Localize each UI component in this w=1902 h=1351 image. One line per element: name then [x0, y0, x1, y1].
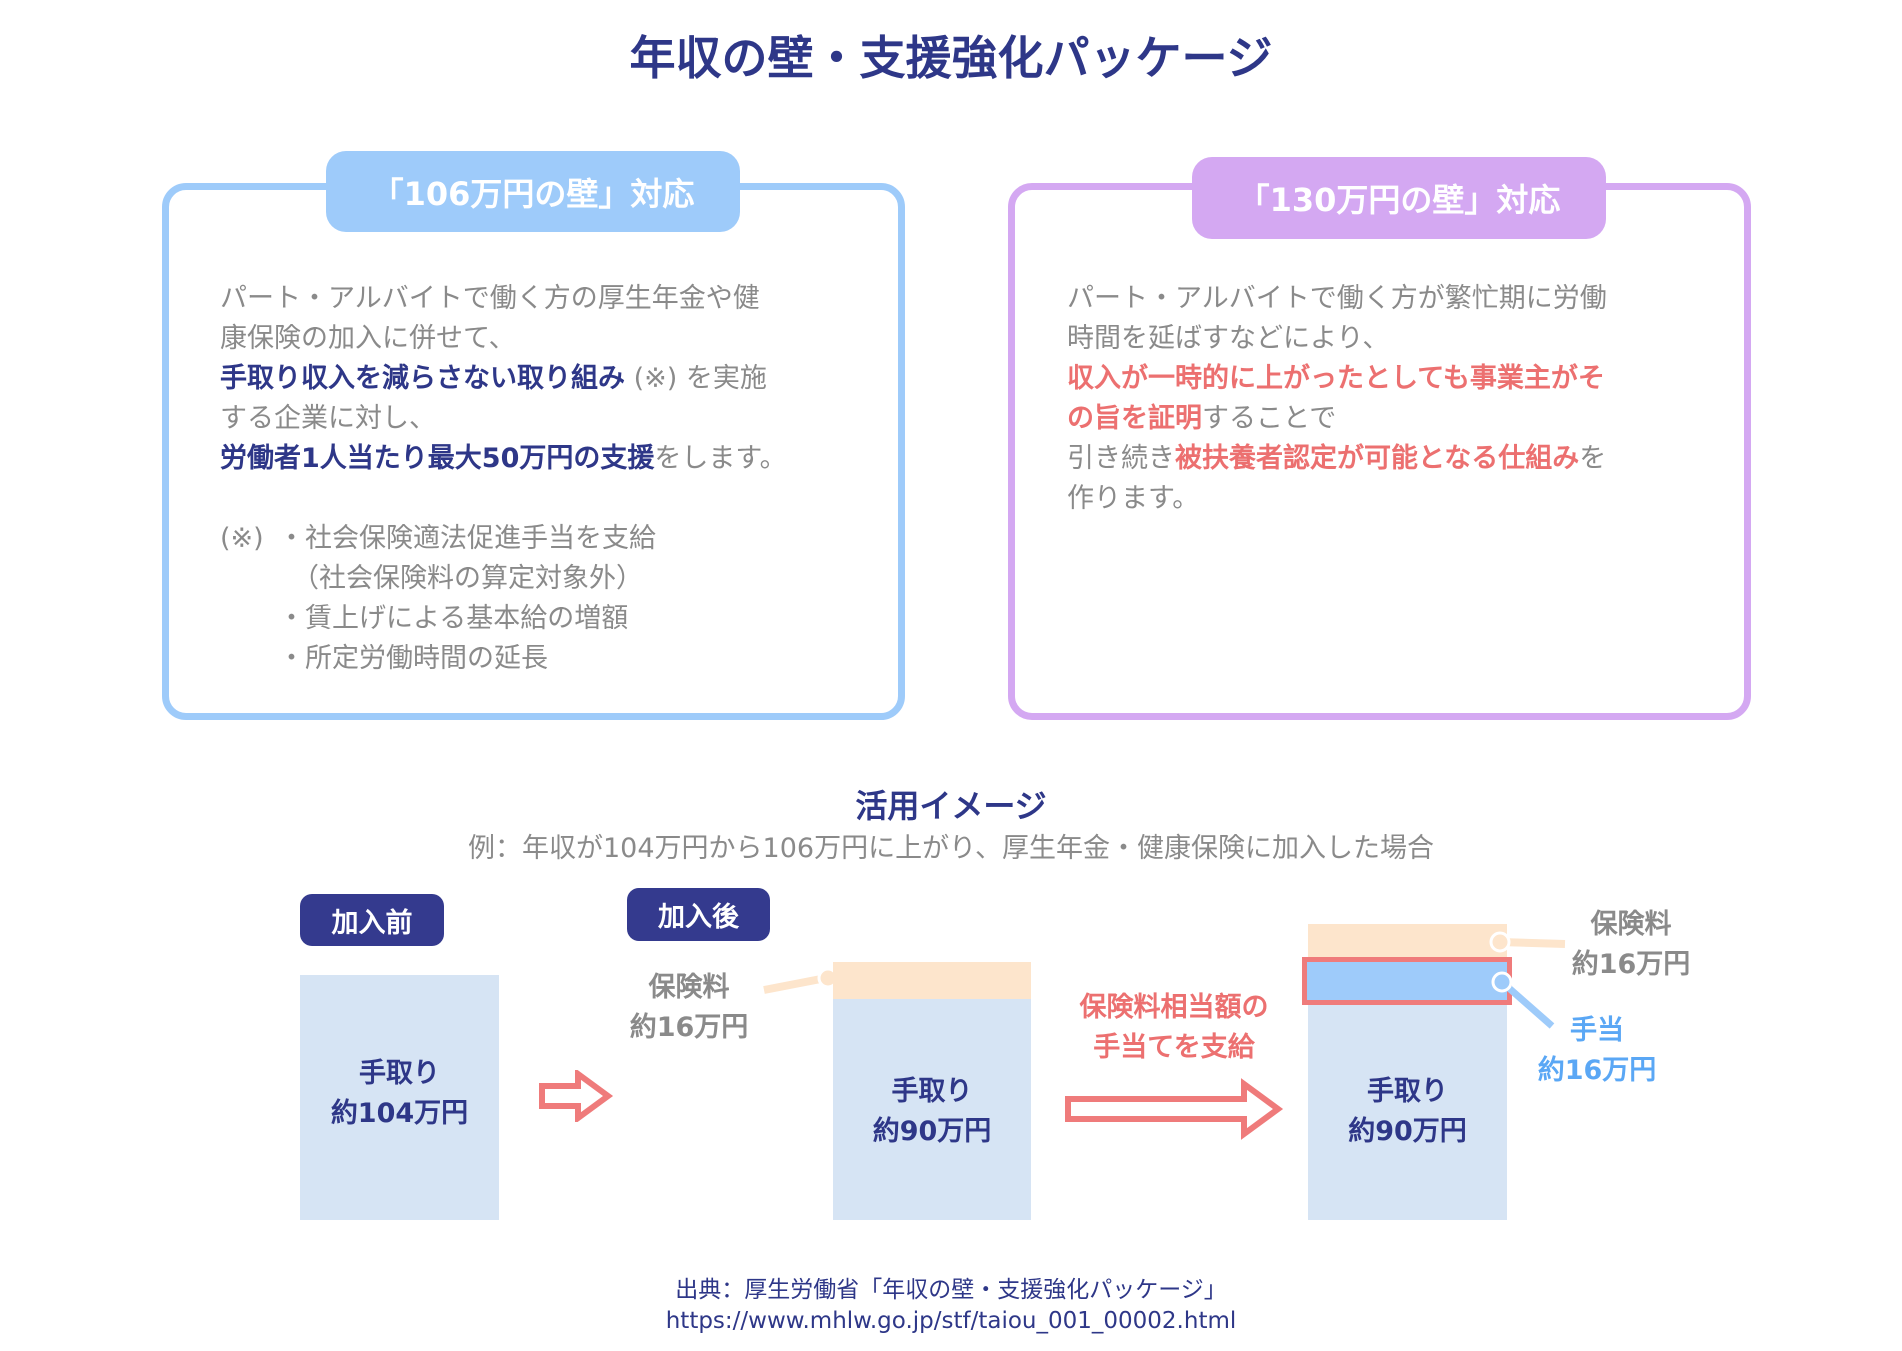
page-title: 年収の壁・支援強化パッケージ [629, 31, 1273, 85]
text-line: パート・アルバイトで働く方の厚生年金や健 [220, 283, 760, 314]
source-credit: 出典：厚生労働省「年収の壁・支援強化パッケージ」 https://www.mhl… [0, 1275, 1902, 1337]
after-badge: 加入後 [627, 888, 770, 941]
text-line: 康保険の加入に併せて、 [220, 323, 516, 354]
text: することで [1202, 403, 1337, 434]
bar-after-label: 手取り 約90万円 [833, 1072, 1031, 1152]
bar-support-premium [1308, 924, 1507, 957]
panel-106-tab: 「106万円の壁」対応 [326, 151, 740, 232]
source-text: 出典：厚生労働省「年収の壁・支援強化パッケージ」 [675, 1277, 1227, 1303]
note-item: （社会保険料の算定対象外） [292, 563, 643, 594]
text-line: 手取り収入を減らさない取り組み (※) を実施 [220, 359, 787, 399]
label-line: 保険料 [1590, 909, 1672, 940]
text-line: 労働者1人当たり最大50万円の支援をします。 [220, 439, 787, 479]
text-line: パート・アルバイトで働く方が繁忙期に労働 [1067, 283, 1607, 314]
label-line: 手取り [359, 1058, 440, 1089]
payment-note: 保険料相当額の 手当てを支給 [1064, 988, 1284, 1068]
section-heading: 活用イメージ [855, 787, 1047, 825]
text-line: する企業に対し、 [220, 403, 436, 434]
label-line: 保険料 [648, 972, 730, 1003]
bar-before [300, 975, 499, 1220]
text-line: の旨を証明することで [1067, 399, 1607, 439]
label-line: 手取り [891, 1076, 973, 1107]
panel-106-text: パート・アルバイトで働く方の厚生年金や健 康保険の加入に併せて、 手取り収入を減… [220, 279, 787, 479]
text: を [1579, 443, 1607, 474]
label-line: 手取り [1367, 1076, 1448, 1107]
panel-106-notes: (※) ・社会保険適法促進手当を支給 （社会保険料の算定対象外） ・賃上げによる… [220, 519, 656, 679]
source-url[interactable]: https://www.mhlw.go.jp/stf/taiou_001_000… [665, 1308, 1237, 1334]
section-subtitle: 例：年収が104万円から106万円に上がり、厚生年金・健康保険に加入した場合 [468, 833, 1434, 864]
bar-after-premium [833, 962, 1031, 999]
text-line: 作ります。 [1067, 483, 1200, 514]
text-line: 時間を延ばすなどにより、 [1067, 323, 1390, 354]
label-line: 約16万円 [1571, 949, 1691, 980]
label-line: 保険料相当額の [1079, 992, 1269, 1023]
label-line: 約90万円 [1348, 1116, 1467, 1147]
label-line: 約90万円 [872, 1116, 992, 1147]
label-line: 約104万円 [330, 1098, 469, 1129]
note-item: ・社会保険適法促進手当を支給 [278, 523, 656, 554]
label-line: 手当てを支給 [1093, 1032, 1255, 1063]
text: をします。 [654, 443, 787, 474]
text: (※) を実施 [625, 363, 767, 394]
highlight: 労働者1人当たり最大50万円の支援 [220, 443, 655, 474]
highlight: の旨を証明 [1067, 403, 1202, 434]
premium-label: 保険料 約16万円 [609, 968, 769, 1048]
panel-130-tab: 「130万円の壁」対応 [1192, 157, 1606, 239]
premium-leader-line [763, 967, 839, 994]
allowance-highlight [1302, 957, 1512, 1005]
highlight: 被扶養者認定が可能となる仕組み [1175, 443, 1580, 474]
highlight: 収入が一時的に上がったとしても事業主がそ [1067, 363, 1605, 394]
before-badge: 加入前 [300, 894, 444, 946]
panel-130-text: パート・アルバイトで働く方が繁忙期に労働 時間を延ばすなどにより、 収入が一時的… [1067, 279, 1607, 519]
big-arrow-right-icon [1065, 1078, 1284, 1140]
label-line: 約16万円 [1537, 1055, 1657, 1086]
bar-support-label: 手取り 約90万円 [1308, 1072, 1507, 1152]
note-item: ・賃上げによる基本給の増額 [278, 603, 629, 634]
bar-after [833, 999, 1031, 1220]
bar-support [1308, 1005, 1507, 1220]
highlight: 手取り収入を減らさない取り組み [220, 363, 625, 394]
premium-label-2: 保険料 約16万円 [1551, 905, 1711, 985]
note-item: ・所定労働時間の延長 [278, 643, 548, 674]
text: 引き続き [1067, 443, 1175, 474]
label-line: 約16万円 [629, 1012, 749, 1043]
label-line: 手当 [1570, 1015, 1624, 1046]
bar-before-label: 手取り 約104万円 [300, 1054, 499, 1134]
note-mark: (※) [220, 523, 264, 554]
arrow-right-icon [539, 1070, 614, 1122]
text-line: 引き続き被扶養者認定が可能となる仕組みを [1067, 439, 1607, 479]
leader-lines [1489, 931, 1566, 1029]
allowance-label: 手当 約16万円 [1517, 1011, 1677, 1091]
